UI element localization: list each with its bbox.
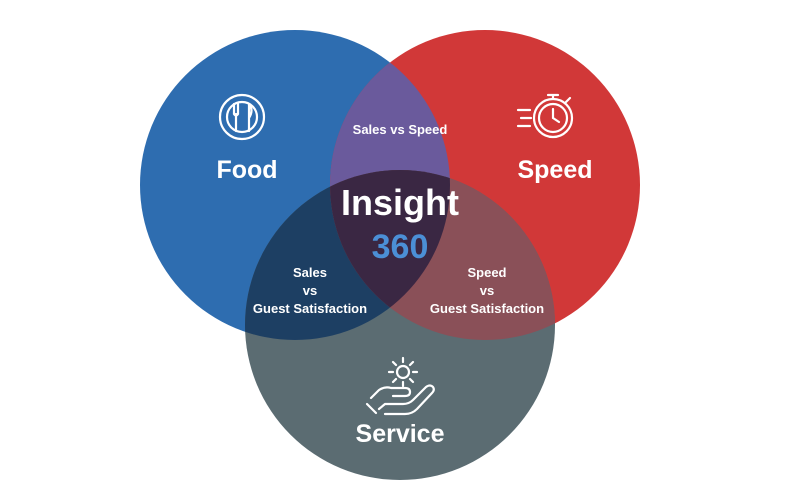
speed-vs-guest-line-3: Guest Satisfaction [430, 301, 544, 316]
sales-vs-guest-line-3: Guest Satisfaction [253, 301, 367, 316]
speed-label: Speed [517, 156, 592, 184]
sales-vs-guest-line-1: Sales [293, 265, 327, 280]
speed-vs-guest-line-1: Speed [467, 265, 506, 280]
plate-cutlery-icon [218, 93, 266, 141]
hand-gear-icon [365, 356, 435, 416]
service-label: Service [356, 420, 445, 448]
center-title: Insight [341, 182, 459, 223]
speed-vs-guest-line-2: vs [480, 283, 494, 298]
center-number: 360 [372, 228, 429, 266]
food-label: Food [216, 156, 277, 184]
stopwatch-icon [516, 93, 574, 139]
sales-vs-speed-label: Sales vs Speed [353, 122, 448, 137]
sales-vs-guest-line-2: vs [303, 283, 317, 298]
